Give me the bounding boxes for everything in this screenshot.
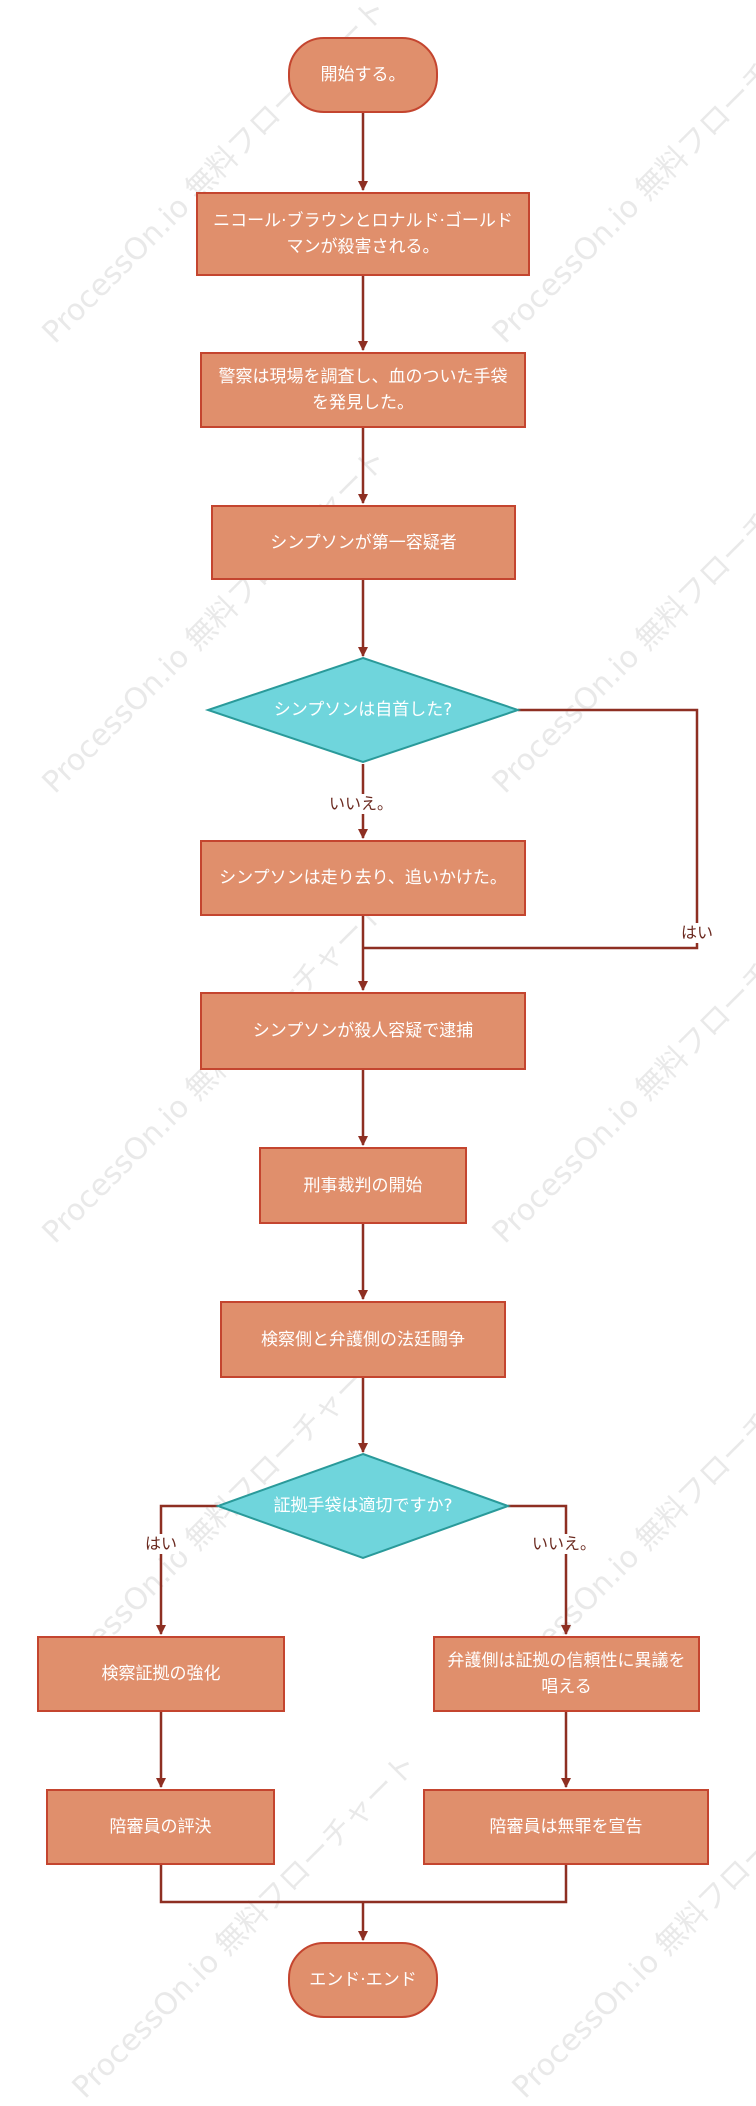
process-prosecution-evidence: 検察証拠の強化 xyxy=(37,1636,285,1712)
process-arrest: シンプソンが殺人容疑で逮捕 xyxy=(200,992,526,1070)
connector-glove-yes xyxy=(156,1504,218,1635)
connector-yes-loop xyxy=(363,708,699,950)
process-jury-acquittal: 陪審員は無罪を宣告 xyxy=(423,1789,709,1865)
decision-diamond-glove xyxy=(215,1452,511,1560)
decision-diamond-surrender xyxy=(204,656,522,764)
process-jury-verdict: 陪審員の評決 xyxy=(46,1789,275,1865)
end-terminal: エンド·エンド xyxy=(288,1942,438,2018)
connector-glove-no xyxy=(508,1504,571,1635)
process-murder: ニコール·ブラウンとロナルド·ゴールドマンが殺害される。 xyxy=(196,192,530,276)
decision-glove-label: 証拠手袋は適切ですか? xyxy=(273,1496,453,1516)
flowchart-canvas: ProcessOn.io 無料フローチャート ProcessOn.io 無料フロ… xyxy=(36,0,756,2105)
connector-layer xyxy=(156,113,699,1941)
decision-surrender-label: シンプソンは自首した? xyxy=(273,700,453,720)
process-prime-suspect: シンプソンが第一容疑者 xyxy=(211,505,516,580)
process-defense-challenge: 弁護側は証拠の信頼性に異議を唱える xyxy=(433,1636,700,1712)
process-trial-start: 刑事裁判の開始 xyxy=(259,1147,467,1224)
process-court-battle: 検察側と弁護側の法廷闘争 xyxy=(220,1301,506,1378)
edge-label-glove-no: いいえ。 xyxy=(529,1534,599,1554)
process-police-investigation: 警察は現場を調査し、血のついた手袋を発見した。 xyxy=(200,352,526,428)
edge-label-glove-yes: はい xyxy=(142,1534,180,1554)
connector-merge xyxy=(159,1865,568,1904)
edge-label-surrender-no: いいえ。 xyxy=(326,794,396,814)
edge-label-surrender-yes: はい xyxy=(678,923,716,943)
process-flee-chase: シンプソンは走り去り、追いかけた。 xyxy=(200,840,526,916)
start-terminal: 開始する。 xyxy=(288,37,438,113)
